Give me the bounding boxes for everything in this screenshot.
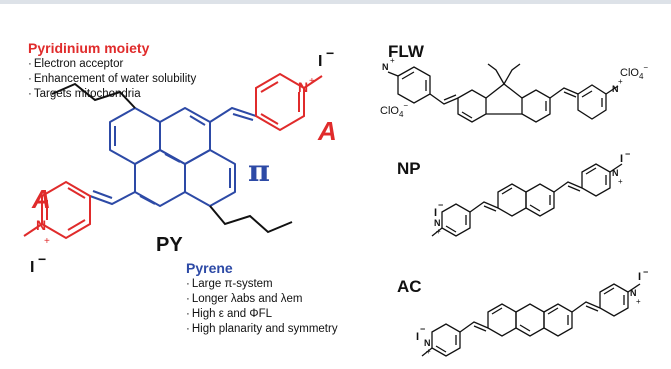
pyrene-bullet-2: Longer λabs and λem bbox=[186, 292, 303, 307]
py-upper-iodide: I bbox=[318, 53, 322, 70]
flw-right-perchlorate: ClO4− bbox=[620, 63, 648, 81]
flw-molecule-structure: N + ClO4− N + ClO4− bbox=[380, 56, 648, 123]
pi-label: π bbox=[248, 154, 270, 189]
flw-right-plus: + bbox=[618, 77, 623, 86]
pyrene-bullet-4: High planarity and symmetry bbox=[186, 322, 338, 337]
pyridinium-title: Pyridinium moiety bbox=[28, 40, 150, 56]
acceptor-label-left: A bbox=[32, 184, 51, 214]
np-right-minus: − bbox=[625, 150, 630, 159]
np-left-minus: − bbox=[438, 200, 443, 210]
ac-left-n: N bbox=[424, 338, 431, 348]
ac-molecule-structure: N + I − N + I − bbox=[416, 267, 648, 357]
flw-left-plus: + bbox=[390, 56, 395, 65]
py-lower-n: N bbox=[36, 217, 46, 233]
flw-left-n: N bbox=[382, 62, 389, 72]
pyridinium-bullet-2: Enhancement of water solubility bbox=[28, 72, 196, 87]
ac-right-plus: + bbox=[636, 297, 641, 306]
np-molecule-structure: N + I − N + I − bbox=[431, 150, 630, 237]
flw-label: FLW bbox=[388, 42, 424, 61]
ac-left-iodide: I bbox=[416, 331, 419, 343]
acceptor-label-right: A bbox=[318, 116, 337, 146]
py-lower-minus: − bbox=[38, 251, 46, 267]
py-upper-n: N bbox=[298, 79, 308, 95]
ac-label: AC bbox=[397, 277, 422, 296]
np-left-n: N bbox=[434, 218, 441, 228]
pyrene-title: Pyrene bbox=[186, 260, 233, 276]
pyrene-bullet-1: Large π-system bbox=[186, 277, 273, 292]
pyridinium-bullet-1: Electron acceptor bbox=[28, 57, 124, 72]
np-left-iodide: I bbox=[434, 207, 437, 219]
flw-left-perchlorate: ClO4− bbox=[380, 101, 408, 119]
ac-right-iodide: I bbox=[638, 271, 641, 283]
np-right-plus: + bbox=[618, 177, 623, 186]
np-right-n: N bbox=[612, 168, 619, 178]
figure-canvas: Pyridinium moiety Electron acceptor Enha… bbox=[0, 4, 671, 369]
ac-right-n: N bbox=[630, 288, 637, 298]
pyrene-bullet-3: High ε and ΦFL bbox=[186, 307, 272, 322]
py-upper-minus: − bbox=[326, 45, 334, 61]
np-right-iodide: I bbox=[620, 153, 623, 165]
ac-left-plus: + bbox=[426, 347, 431, 356]
py-lower-iodide: I bbox=[30, 259, 34, 276]
ac-left-minus: − bbox=[420, 324, 425, 334]
py-label: PY bbox=[156, 234, 183, 256]
py-upper-plus: + bbox=[309, 76, 315, 87]
np-label: NP bbox=[397, 159, 421, 178]
top-bar bbox=[0, 0, 671, 4]
ac-right-minus: − bbox=[643, 267, 648, 277]
py-molecule-structure: N + I − N + I − bbox=[23, 45, 334, 276]
py-lower-plus: + bbox=[44, 236, 50, 247]
np-left-plus: + bbox=[436, 227, 441, 236]
flw-right-n: N bbox=[612, 84, 619, 94]
